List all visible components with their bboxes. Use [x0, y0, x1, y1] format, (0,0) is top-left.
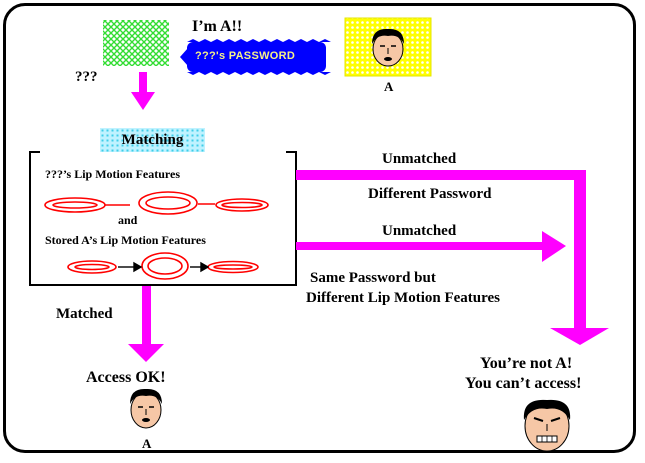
same-password-line2: Different Lip Motion Features: [306, 290, 500, 306]
stored-features-label: Stored A’s Lip Motion Features: [45, 233, 206, 247]
unknown-lip-shapes: [44, 191, 269, 215]
user-a-label: A: [384, 79, 394, 94]
arrow-unmatched-different-password: [296, 170, 609, 345]
stored-sequence-arrows: [118, 261, 210, 273]
unmatched-top-label: Unmatched: [382, 151, 457, 167]
arrow-unmatched-lip-features: [296, 231, 566, 262]
same-password-line1: Same Password but: [310, 270, 436, 286]
unknown-person-pattern: [103, 20, 169, 66]
denied-face-icon: [523, 399, 571, 452]
unmatched-mid-label: Unmatched: [382, 223, 457, 239]
different-password-label: Different Password: [368, 186, 492, 202]
matching-title-box: [100, 128, 205, 152]
matching-title: Matching: [121, 132, 184, 148]
access-ok-label: Access OK!: [86, 369, 166, 386]
matching-box: [29, 151, 297, 286]
not-a-line2: You can’t access!: [465, 375, 582, 392]
and-label: and: [118, 213, 138, 227]
password-bubble: [180, 39, 331, 75]
speaker-claim: I’m A!!: [192, 18, 243, 35]
unknown-label: ???: [75, 69, 98, 85]
diagram-frame: [3, 3, 636, 453]
not-a-line1: You’re not A!: [480, 355, 573, 372]
result-user-label: A: [142, 436, 152, 451]
access-ok-face-icon: [130, 388, 162, 429]
unknown-features-label: ???’s Lip Motion Features: [45, 167, 180, 181]
password-bubble-text: ???'s PASSWORD: [195, 50, 296, 62]
matched-label: Matched: [56, 306, 113, 322]
user-a-face-icon: [372, 28, 404, 67]
stored-lip-shapes: [67, 252, 259, 280]
arrow-to-matching: [131, 72, 155, 110]
arrow-matched: [128, 286, 164, 362]
